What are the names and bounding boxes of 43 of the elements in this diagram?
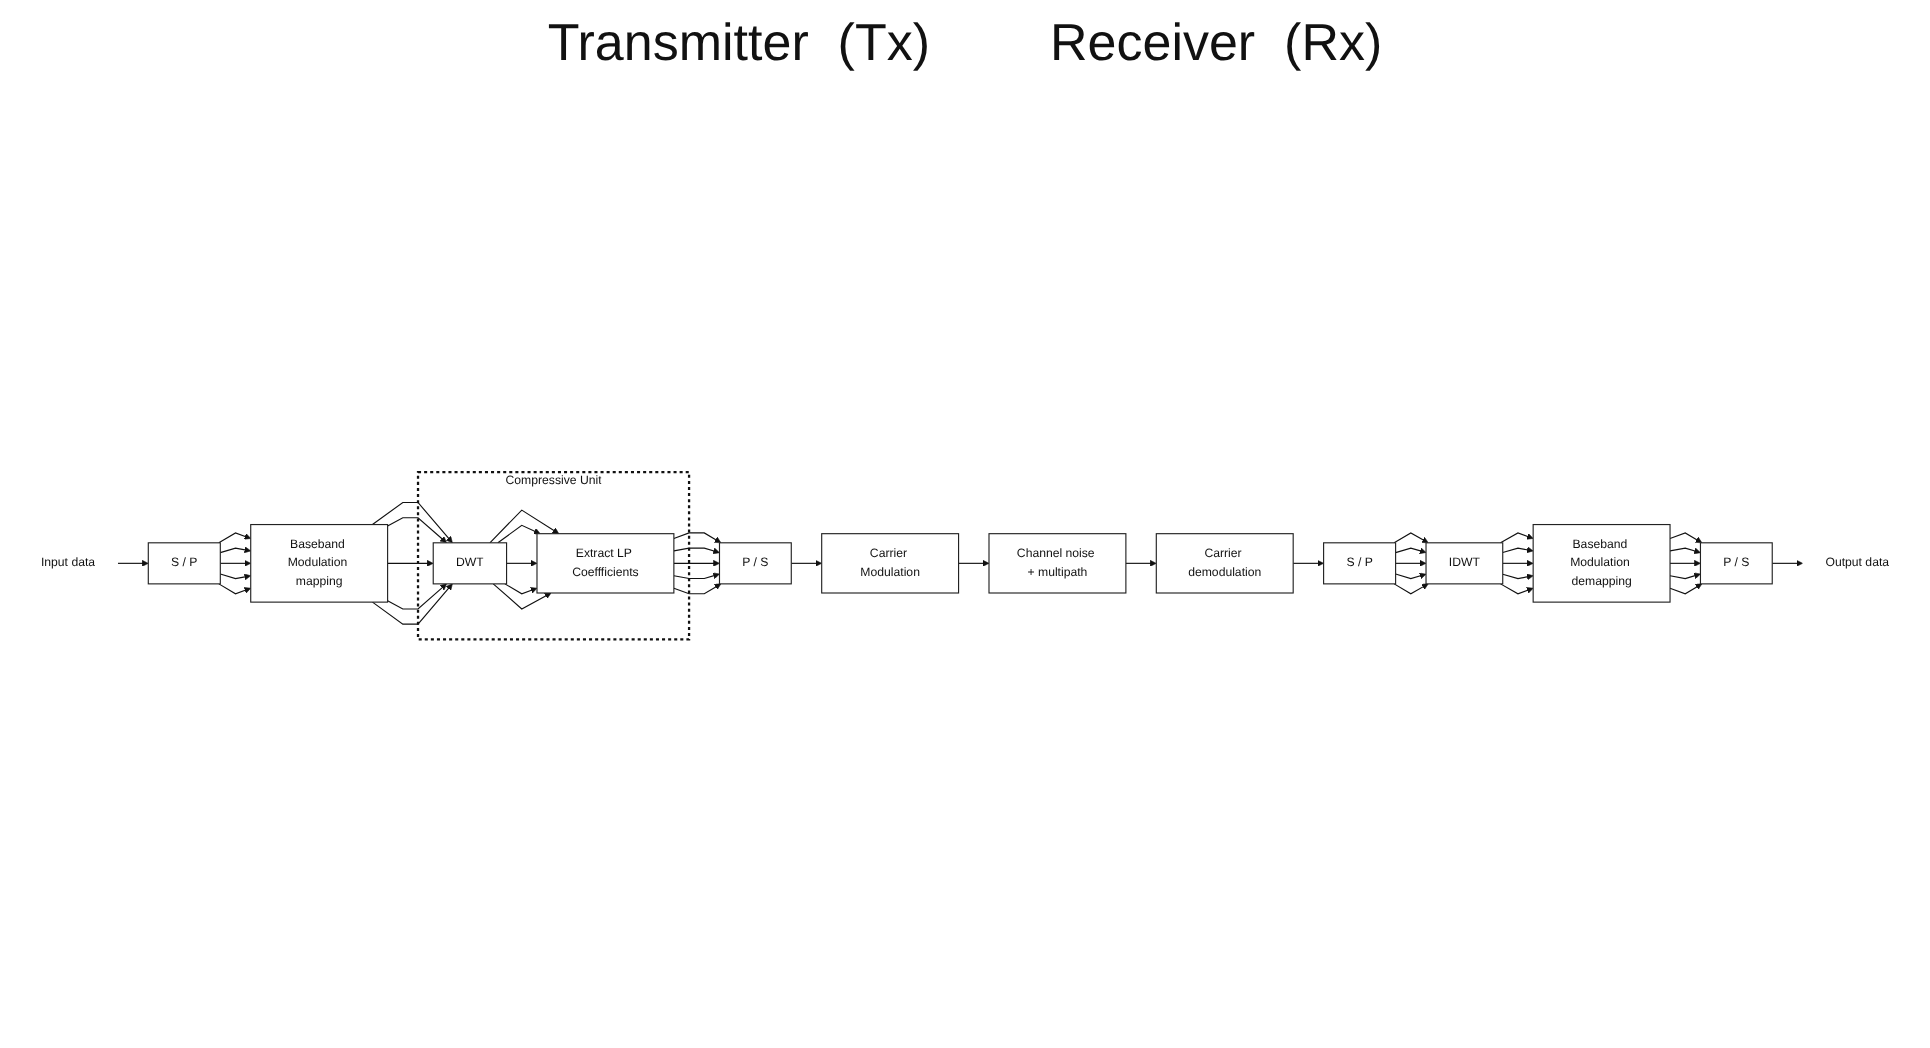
arrow: [673, 559, 720, 566]
arrow: [1669, 582, 1703, 594]
arrow: [1502, 572, 1534, 580]
arrow: [489, 508, 560, 543]
arrow: [1499, 582, 1534, 594]
arrow: [958, 559, 990, 566]
arrow: [1395, 546, 1427, 554]
arrow: [387, 559, 434, 566]
arrow: [1292, 559, 1324, 566]
arrow: [219, 572, 251, 580]
arrow: [492, 582, 552, 609]
arrow: [218, 531, 251, 543]
arrow: [790, 559, 822, 566]
arrow: [1393, 531, 1429, 543]
arrow: [1395, 571, 1427, 579]
arrow: [218, 582, 251, 594]
arrow: [117, 559, 149, 566]
arrow: [371, 582, 453, 624]
arrow: [387, 582, 447, 609]
arrow: [219, 545, 251, 553]
section-heading: Transmitter (Tx): [547, 12, 930, 74]
arrow: [673, 531, 722, 543]
arrow: [1502, 559, 1534, 566]
arrow: [673, 546, 720, 554]
arrow: [1669, 531, 1703, 543]
arrow: [387, 516, 447, 543]
arrow: [1669, 571, 1701, 579]
arrow: [219, 559, 251, 566]
arrow: [506, 559, 538, 566]
arrow: [673, 571, 720, 579]
arrow: [504, 582, 538, 594]
arrow: [1395, 559, 1427, 566]
arrow: [1771, 559, 1803, 566]
arrow: [1125, 559, 1157, 566]
arrow: [1502, 545, 1534, 553]
arrow: [371, 501, 453, 543]
arrow: [673, 582, 722, 594]
arrow: [1669, 559, 1701, 566]
arrow: [1393, 582, 1429, 594]
section-heading: Receiver (Rx): [1050, 12, 1383, 74]
arrow: [1669, 546, 1701, 554]
arrow: [1499, 531, 1534, 543]
arrow: [497, 523, 541, 543]
